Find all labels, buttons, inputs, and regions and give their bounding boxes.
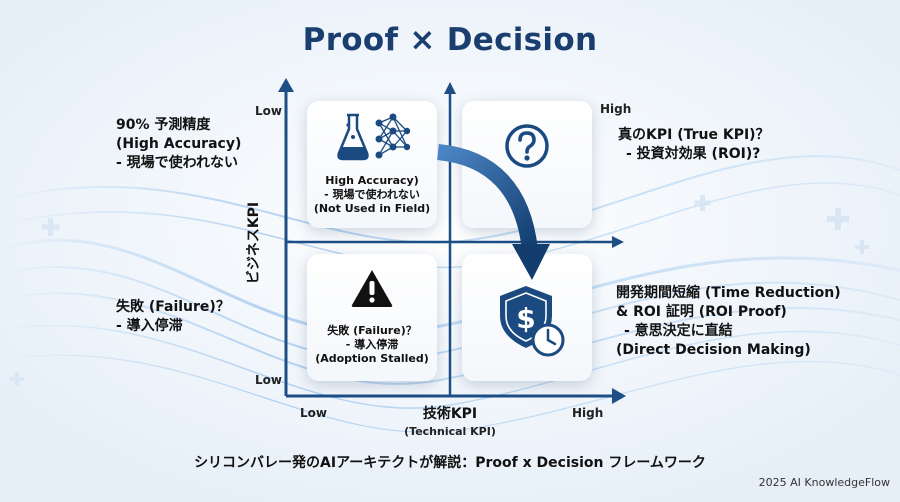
y-axis-bottom-label: Low <box>255 373 282 387</box>
quadrant-axes <box>278 78 626 404</box>
x-axis-title-main: 技術KPI <box>422 406 478 422</box>
right-top-line-1: 真のKPI (True KPI)？ <box>618 127 770 143</box>
card-bottom-left: 失敗 (Failure)？ - 導入停滞 (Adoption Stalled) <box>307 254 437 381</box>
card-top-left-line-1: High Accuracy) <box>325 174 419 187</box>
left-top-line-3: - 現場で使われない <box>116 155 238 171</box>
x-axis-right-label: High <box>572 406 604 420</box>
svg-text:$: $ <box>516 302 535 335</box>
right-bottom-text: 開発期間短縮 (Time Reduction) & ROI 証明 (ROI Pr… <box>616 284 841 360</box>
dollar-shield-clock-icon: $ <box>496 284 566 362</box>
card-top-left-line-2: - 現場で使われない <box>324 188 420 201</box>
divider-arrowhead-right <box>612 236 624 248</box>
transition-arrow <box>437 144 550 280</box>
card-top-left: High Accuracy) - 現場で使われない (Not Used in F… <box>307 101 437 228</box>
right-bottom-line-1: 開発期間短縮 (Time Reduction) <box>616 285 841 301</box>
y-axis-title: ビジネスKPI <box>246 201 262 285</box>
x-axis-title: 技術KPI (Technical KPI) <box>350 403 550 438</box>
card-bottom-left-line-1: 失敗 (Failure)？ <box>327 324 417 337</box>
right-top-line-2: - 投資対効果 (ROI)? <box>626 146 761 162</box>
card-top-left-text: High Accuracy) - 現場で使われない (Not Used in F… <box>307 174 437 216</box>
y-axis-top-label: Low <box>255 104 282 118</box>
right-bottom-line-4: (Direct Decision Making) <box>616 342 811 358</box>
x-axis-arrowhead <box>612 388 626 404</box>
right-bottom-line-3: - 意思決定に直結 <box>624 323 733 339</box>
warning-triangle-icon <box>350 268 394 312</box>
credit-text: 2025 AI KnowledgeFlow <box>758 476 890 489</box>
page-title: Proof × Decision <box>302 22 598 58</box>
card-bottom-left-text: 失敗 (Failure)？ - 導入停滞 (Adoption Stalled) <box>307 324 437 366</box>
divider-arrowhead-up <box>444 82 456 94</box>
bottom-caption: シリコンバレー発のAIアーキテクトが解説：Proof x Decision フレ… <box>194 455 706 471</box>
card-top-left-line-3: (Not Used in Field) <box>313 202 431 215</box>
x-axis-subtitle: (Technical KPI) <box>404 425 496 438</box>
left-bottom-line-1: 失敗 (Failure)？ <box>116 299 230 315</box>
x-axis-left-label: Low <box>300 406 327 420</box>
left-top-text: 90% 予測精度 (High Accuracy) - 現場で使われない <box>116 116 241 173</box>
card-bottom-left-line-3: (Adoption Stalled) <box>315 352 429 365</box>
y-axis-arrowhead <box>278 78 294 92</box>
right-top-text: 真のKPI (True KPI)？ - 投資対効果 (ROI)? <box>618 126 770 164</box>
card-bottom-left-line-2: - 導入停滞 <box>345 338 399 351</box>
left-top-line-2: (High Accuracy) <box>116 136 242 152</box>
left-top-line-1: 90% 予測精度 <box>116 117 211 133</box>
left-bottom-text: 失敗 (Failure)？ - 導入停滞 <box>116 298 230 336</box>
flask-and-neural-network-icon <box>335 109 411 169</box>
left-bottom-line-2: - 導入停滞 <box>116 318 183 334</box>
right-high-label: High <box>600 102 632 116</box>
card-bottom-right: $ <box>462 254 592 381</box>
question-mark-icon <box>504 123 550 173</box>
right-bottom-line-2: & ROI 証明 (ROI Proof) <box>616 304 787 320</box>
